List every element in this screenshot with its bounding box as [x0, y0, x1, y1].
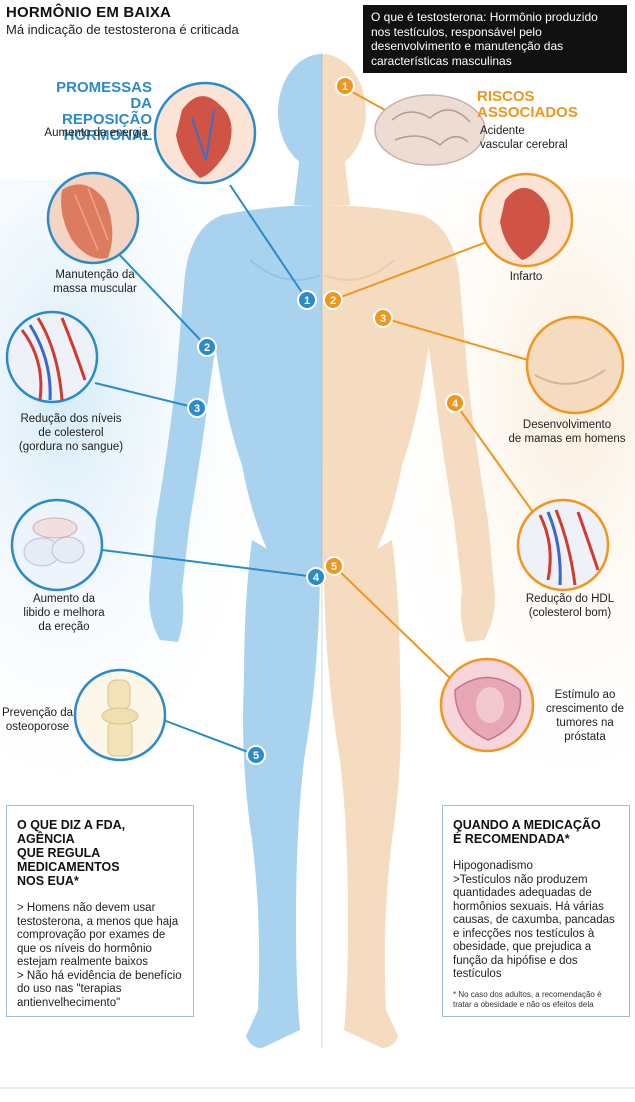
- breast-circle-icon: [525, 315, 625, 415]
- fda-box-paragraph-1: > Homens não devem usar testosterona, a …: [17, 902, 179, 968]
- orange-connectors: [332, 87, 536, 681]
- risk-marker-2: 2: [330, 295, 336, 307]
- risk-label-infarction: Infarto: [509, 271, 543, 283]
- risk-label-hdl: Redução do HDL (colesterol bom): [525, 593, 615, 619]
- risk-label-prostate: Estímulo ao crescimento de tumores na pr…: [546, 689, 624, 743]
- fda-box-title: O QUE DIZ A FDA, AGÊNCIA QUE REGULA MEDI…: [17, 818, 126, 888]
- promise-marker-5: 5: [253, 750, 259, 762]
- risk-marker-3: 3: [380, 313, 386, 325]
- promise-marker-2: 2: [204, 342, 210, 354]
- risk-marker-1: 1: [342, 81, 348, 93]
- promises-title: PROMESSAS DA REPOSIÇÃO HORMONAL: [56, 79, 152, 144]
- hdl-vessel-circle-icon: [516, 498, 610, 592]
- risks-title: RISCOS ASSOCIADOS: [477, 88, 578, 121]
- definition-box: O que é testosterona: Hormônio produzido…: [363, 5, 627, 73]
- fda-box-paragraph-2: > Não há evidência de benefício do uso n…: [17, 969, 182, 1009]
- recommended-box-title: QUANDO A MEDICAÇÃO É RECOMENDADA*: [453, 818, 601, 846]
- promise-label-energy: Aumento da energia: [44, 127, 148, 139]
- recommended-box-text: >Testículos não produzem quantidades ade…: [453, 873, 615, 981]
- promise-label-muscle: Manutenção da massa muscular: [53, 269, 137, 295]
- blood-vessel-circle-icon: [5, 310, 99, 404]
- risk-illustrations: [439, 172, 625, 753]
- risk-label-breasts: Desenvolvimento de mamas em homens: [508, 419, 626, 445]
- recommended-box-subtitle: Hipogonadismo: [453, 860, 533, 872]
- page-title: HORMÔNIO EM BAIXA: [6, 4, 172, 21]
- recommended-box: QUANDO A MEDICAÇÃO É RECOMENDADA* Hipogo…: [442, 805, 630, 1017]
- promise-marker-1: 1: [304, 295, 310, 307]
- recommended-box-footnote: * No caso dos adultos, a recomendação é …: [453, 989, 602, 1009]
- promise-label-osteoporosis: Prevenção da osteoporose: [2, 707, 73, 733]
- promise-marker-4: 4: [313, 572, 320, 584]
- promise-label-cholesterol: Redução dos níveis de colesterol (gordur…: [18, 413, 124, 453]
- risk-marker-5: 5: [331, 561, 337, 573]
- risk-label-stroke: Acidente vascular cerebral: [480, 125, 568, 151]
- blue-connectors: [94, 184, 317, 756]
- promise-marker-3: 3: [194, 403, 200, 415]
- page-subtitle: Má indicação de testosterona é criticada: [6, 22, 239, 37]
- fda-box: O QUE DIZ A FDA, AGÊNCIA QUE REGULA MEDI…: [6, 805, 194, 1017]
- orange-markers: [323, 76, 465, 576]
- promise-label-libido: Aumento da libido e melhora da ereção: [23, 593, 105, 633]
- blue-markers: [187, 290, 326, 765]
- brain-icon: [374, 94, 486, 166]
- risk-marker-4: 4: [452, 398, 459, 410]
